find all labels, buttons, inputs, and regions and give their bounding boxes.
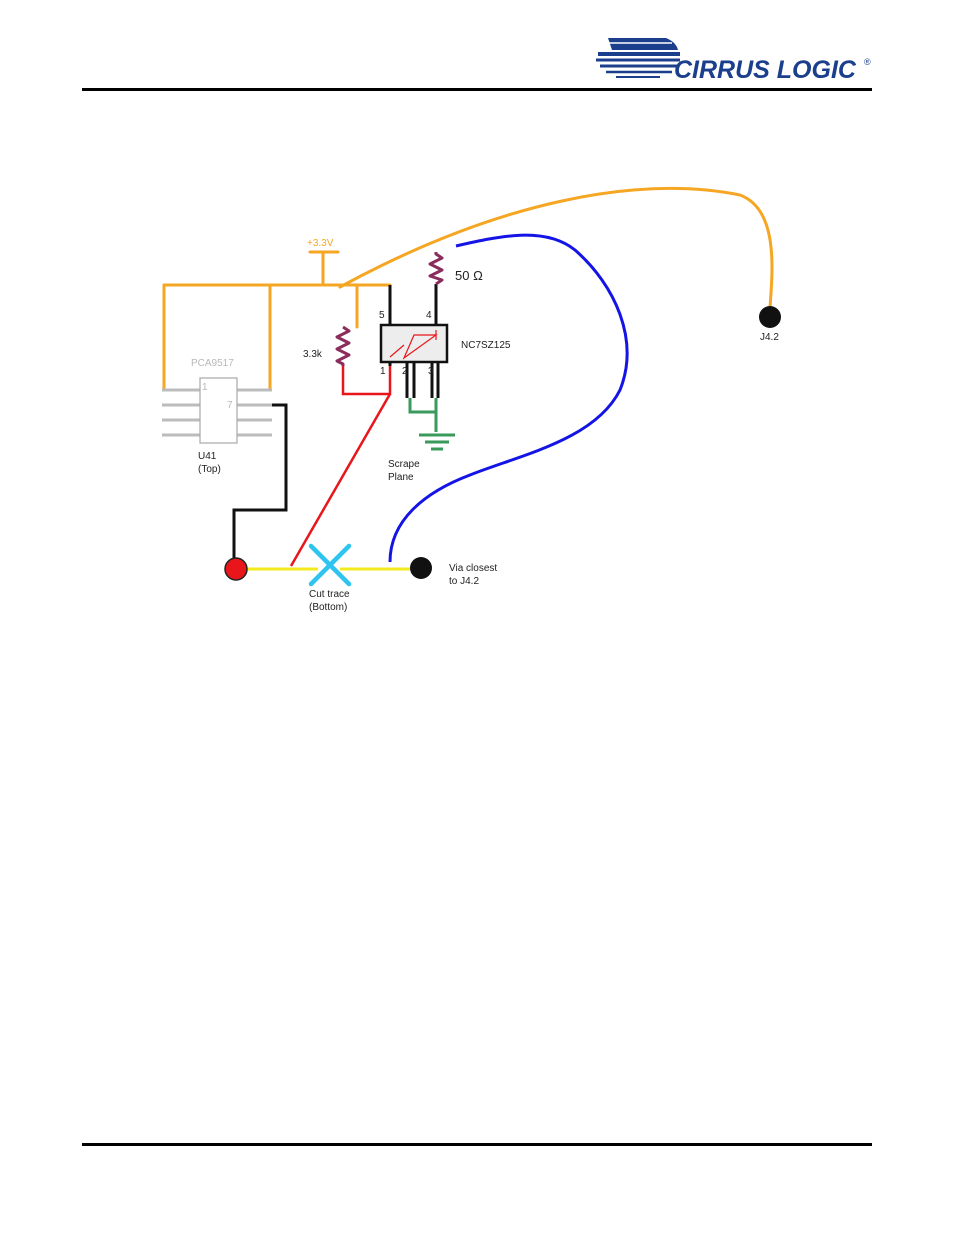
buffer-pin5-label: 5 [379,310,385,321]
jumper-label: J4.2 [760,332,779,343]
mux-chip [162,378,272,443]
cut-mark-icon [311,546,349,584]
resistor-50-ohm [430,252,442,284]
ground-icon [410,398,455,449]
buffer-pin1-label: 1 [380,366,386,377]
via-pad-icon [410,557,432,579]
mux-part-label: PCA9517 [191,358,234,369]
supply-label: +3.3V [307,238,334,249]
buffer-pin3-label: 3 [428,366,434,377]
supply-wires [164,189,772,390]
jumper-pad-icon [759,306,781,328]
cut-label-line2: (Bottom) [309,602,347,613]
resistor-3k3 [337,327,349,366]
red-wires [291,366,390,566]
via-label-line1: Via closest [449,563,497,574]
buffer-pin4-label: 4 [426,310,432,321]
cut-label-line1: Cut trace [309,589,350,600]
mux-ref-label: U41 [198,451,217,462]
red-pad-icon [225,558,247,580]
jumper-wire [340,189,772,308]
scrape-label-line1: Scrape [388,459,420,470]
scrape-label-line2: Plane [388,472,414,483]
mux-pin1-label: 1 [202,382,208,393]
resistor-left-label: 3.3k [303,349,323,360]
resistor-top-label: 50 Ω [455,268,483,283]
buffer-pin2-label: 2 [402,366,408,377]
mux-side-label: (Top) [198,464,221,475]
buffer-part-label: NC7SZ125 [461,340,511,351]
blue-wire [390,235,627,562]
via-label-line2: to J4.2 [449,576,479,587]
buffer-chip [381,325,447,362]
mux-pin7-label: 7 [227,400,233,411]
